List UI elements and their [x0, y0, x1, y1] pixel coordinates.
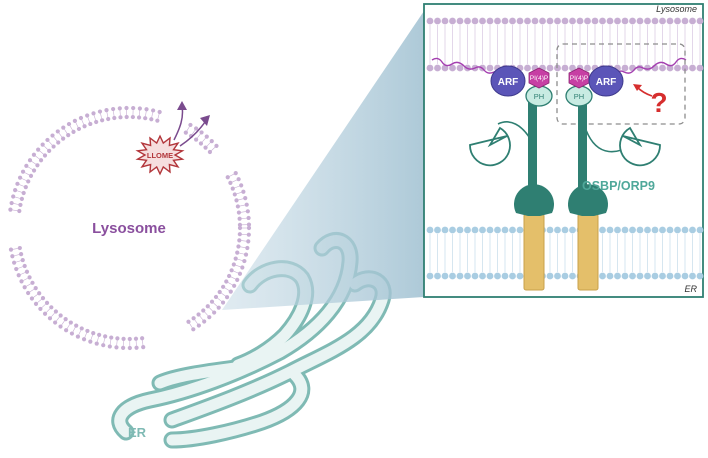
lysosome-membrane-ring [8, 105, 252, 351]
ph-label-left: PH [534, 92, 544, 101]
pi4p-headgroup-left [528, 67, 550, 89]
inset-lysosome-label: Lysosome [656, 4, 697, 14]
question-mark: ? [650, 87, 667, 118]
head-right [568, 184, 608, 216]
tm-anchor-left [523, 213, 545, 291]
tm-anchor-right [577, 213, 599, 291]
arf-protein-right [588, 65, 624, 97]
ord-domain-right [619, 126, 661, 167]
stalk-right [578, 98, 587, 204]
arf-label-left: ARF [498, 77, 519, 88]
pi4p-label-left: PI(4)P [530, 75, 548, 82]
llome-starburst-icon [135, 134, 185, 176]
inset-er-label: ER [684, 284, 697, 294]
llome-label: LLOME [147, 151, 173, 160]
ord-domain-left [469, 126, 511, 167]
er-bilayer [426, 226, 704, 280]
osbp-orp9-label: OSBP/ORP9 [582, 179, 655, 193]
unknown-interaction-arrow [633, 84, 653, 97]
arf-label-right: ARF [596, 77, 617, 88]
arf-protein-left [490, 65, 526, 97]
ph-label-right: PH [574, 92, 584, 101]
stalk-left [528, 98, 537, 204]
pi4p-label-right: PI(4)P [570, 75, 588, 82]
inset-panel: Lysosome ER PH PH PI(4)P PI [423, 3, 704, 298]
highlight-dashed-box [556, 43, 686, 125]
linker-left [497, 121, 532, 141]
head-left [514, 184, 554, 216]
zoom-wedge [222, 11, 424, 310]
er-label: ER [128, 425, 147, 440]
pi4p-headgroup-right [568, 67, 590, 89]
lysosome-label: Lysosome [92, 220, 166, 237]
llome-burst: LLOME [135, 134, 185, 176]
llome-arrows [173, 101, 210, 147]
